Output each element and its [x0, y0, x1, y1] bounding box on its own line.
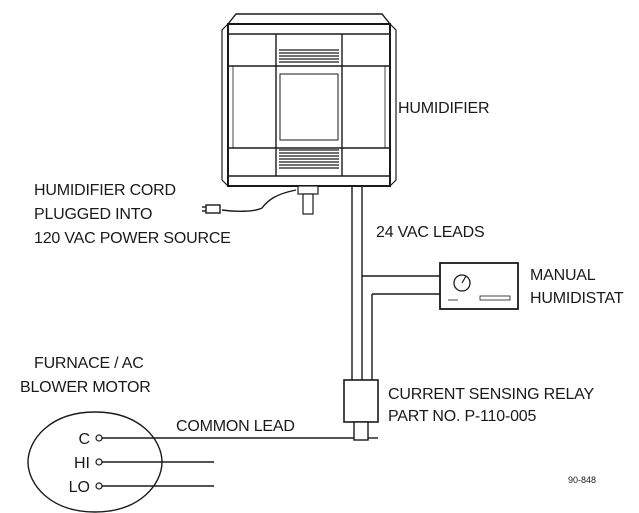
cord-label-line2: PLUGGED INTO [34, 206, 152, 223]
manual-humidistat [439, 262, 519, 310]
figure-number: 90-848 [568, 475, 596, 485]
terminal-hi-post [95, 458, 103, 466]
terminal-lo-label: LO [69, 479, 90, 496]
humidistat-label-line2: HUMIDISTAT [530, 290, 624, 307]
humidistat-label-line1: MANUAL [530, 267, 596, 284]
relay-label-line2: PART NO. P-110-005 [388, 408, 536, 425]
terminal-hi-label: HI [74, 455, 90, 472]
humidifier-top-grille [279, 49, 339, 63]
terminal-lo-post [95, 482, 103, 490]
terminal-c-label: C [78, 431, 90, 448]
humidifier-label: HUMIDIFIER [398, 100, 489, 117]
cord-label-line1: HUMIDIFIER CORD [34, 182, 176, 199]
drain-fitting [297, 185, 319, 215]
cord-label-line3: 120 VAC POWER SOURCE [34, 230, 231, 247]
vac-leads-wires [351, 186, 440, 380]
motor-label-line1: FURNACE / AC [34, 355, 144, 372]
relay-label-line1: CURRENT SENSING RELAY [388, 386, 594, 403]
terminal-c-post [95, 434, 103, 442]
humidifier-unit [221, 13, 397, 187]
power-cord [202, 189, 297, 214]
current-sensing-relay [343, 379, 379, 441]
motor-leads [102, 437, 378, 487]
vac-leads-label: 24 VAC LEADS [376, 224, 484, 241]
common-lead-label: COMMON LEAD [176, 418, 295, 435]
motor-label-line2: BLOWER MOTOR [20, 379, 151, 396]
humidifier-bottom-grille [279, 149, 339, 169]
